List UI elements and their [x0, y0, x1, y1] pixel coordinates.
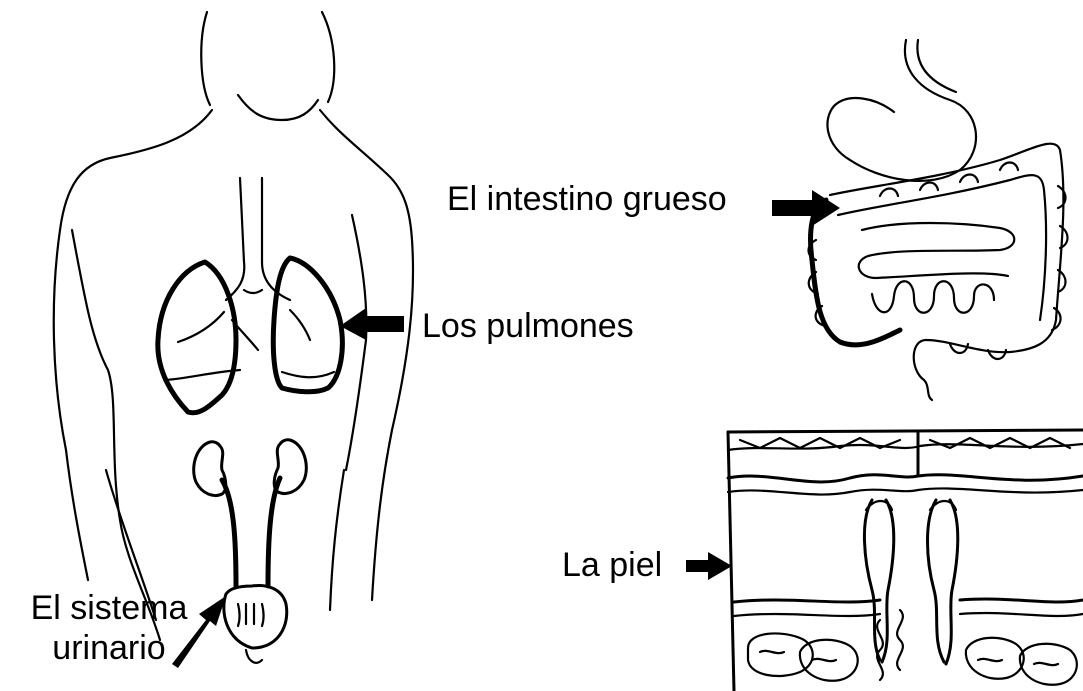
- large-intestine-label: El intestino grueso: [447, 179, 727, 219]
- skin-arrow: [686, 552, 732, 580]
- urinary-system-illustration: [194, 440, 307, 663]
- urinary-system-label: El sistema urinario: [14, 588, 204, 668]
- intestine-illustration: [809, 40, 1068, 400]
- lungs-illustration: [158, 178, 343, 413]
- lungs-label: Los pulmones: [422, 306, 634, 346]
- urinary-label-line-2: urinario: [14, 628, 204, 668]
- urinary-label-line-1: El sistema: [14, 588, 204, 628]
- skin-illustration: [728, 430, 1083, 691]
- skin-label: La piel: [562, 545, 662, 585]
- lungs-arrow: [340, 308, 404, 340]
